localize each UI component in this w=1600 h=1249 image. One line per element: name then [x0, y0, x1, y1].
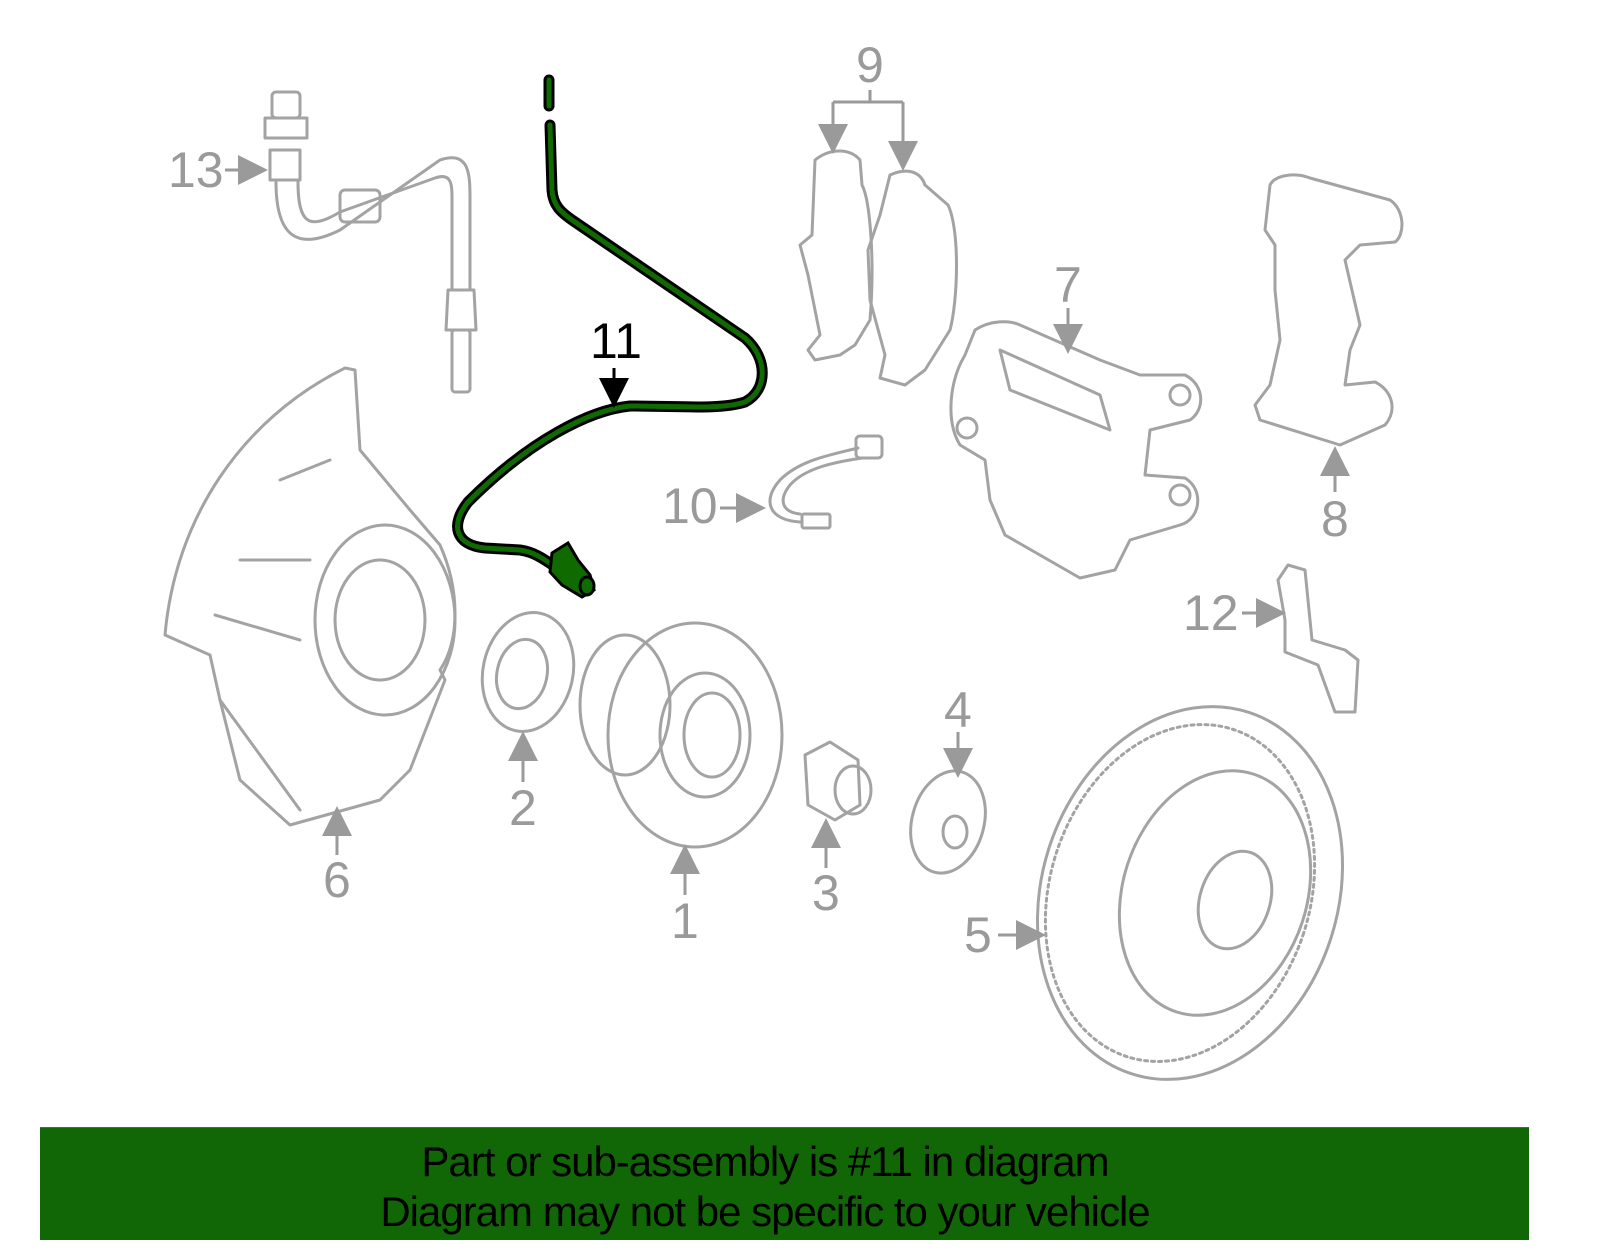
callout-10: 10 — [662, 478, 718, 534]
callout-arrows — [225, 90, 1350, 950]
callout-13: 13 — [168, 142, 224, 198]
part-2-seal[interactable] — [472, 604, 585, 740]
callout-12: 12 — [1183, 585, 1239, 641]
part-3-nut[interactable] — [803, 740, 873, 822]
banner-line-1: Part or sub-assembly is #11 in diagram — [421, 1138, 1109, 1185]
callout-11: 11 — [590, 313, 642, 369]
part-5-rotor[interactable] — [991, 667, 1390, 1120]
callout-2: 2 — [509, 780, 537, 836]
part-1-hub[interactable] — [578, 621, 784, 849]
callout-6: 6 — [323, 852, 351, 908]
callout-1: 1 — [671, 893, 699, 949]
callout-4: 4 — [944, 682, 972, 738]
callout-9: 9 — [856, 37, 884, 93]
part-9-brake-pads[interactable] — [798, 149, 958, 387]
callout-5: 5 — [964, 907, 992, 963]
part-12-clip[interactable] — [1276, 563, 1360, 714]
part-10-wear-sensor[interactable] — [768, 434, 884, 530]
part-13-brake-hose[interactable] — [263, 90, 478, 394]
callout-8: 8 — [1321, 491, 1349, 547]
info-banner: Part or sub-assembly is #11 in diagram D… — [40, 1127, 1529, 1240]
part-11-abs-sensor[interactable] — [452, 74, 768, 599]
banner-line-2: Diagram may not be specific to your vehi… — [380, 1188, 1150, 1235]
callout-3: 3 — [812, 865, 840, 921]
part-6-knuckle[interactable] — [163, 366, 457, 827]
callout-7: 7 — [1054, 257, 1082, 313]
part-4-dust-cap[interactable] — [900, 762, 996, 881]
part-7-caliper[interactable] — [949, 320, 1203, 580]
part-8-caliper-bracket[interactable] — [1253, 173, 1404, 447]
